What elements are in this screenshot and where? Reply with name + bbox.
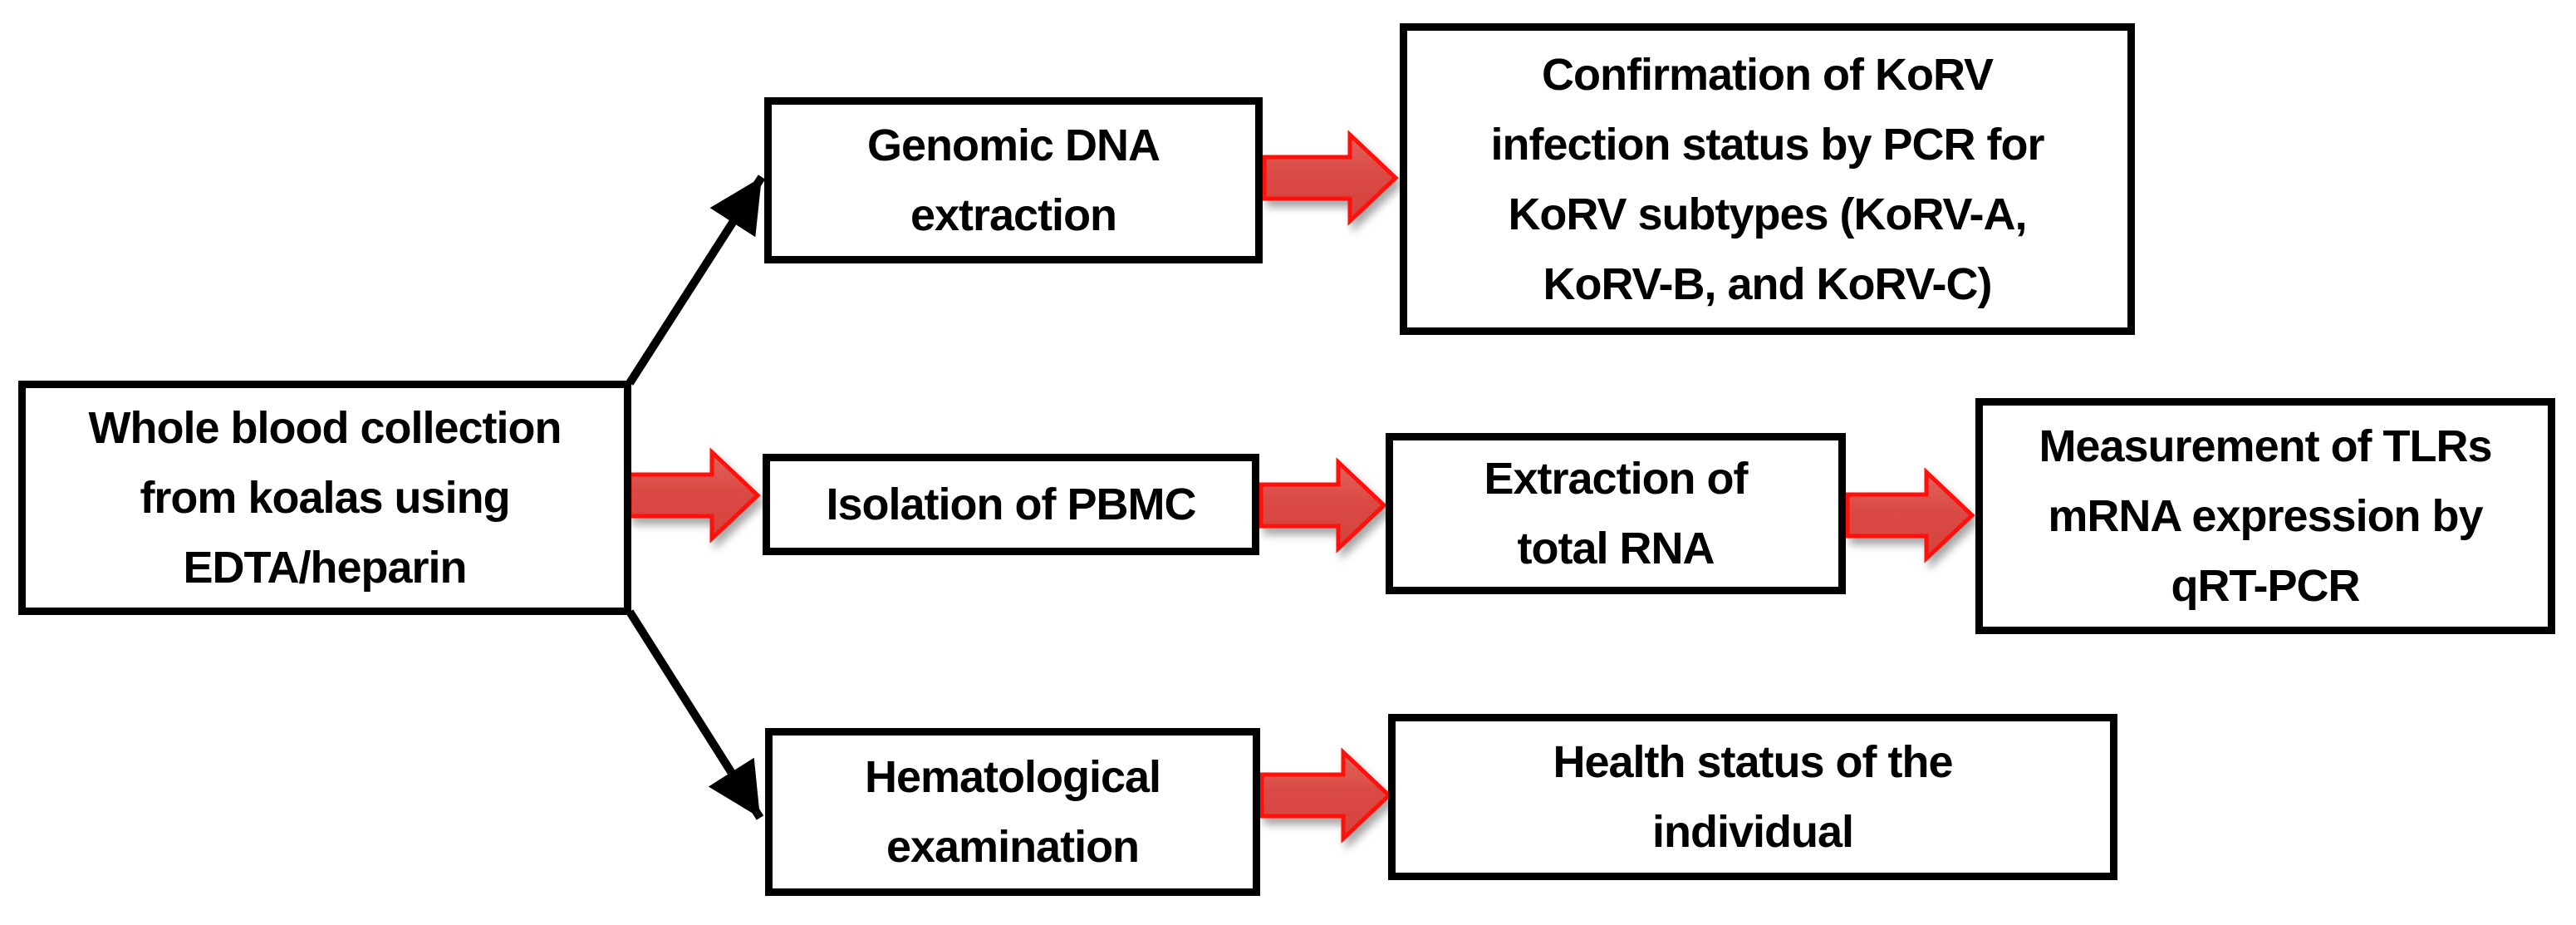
edge-hematology-to-health [1259,747,1392,844]
edge-blood-to-genomic [626,175,766,386]
edge-genomic-to-confirmation [1262,130,1399,226]
edge-pbmc-to-rna [1259,457,1387,554]
edge-blood-to-pbmc [627,447,761,544]
node-tlr-measurement: Measurement of TLRs mRNA expression by q… [1975,398,2555,634]
node-pbmc-isolation: Isolation of PBMC [763,454,1259,555]
node-genomic-dna-extraction: Genomic DNA extraction [764,97,1263,263]
node-korv-confirmation: Confirmation of KoRV infection status by… [1400,23,2135,335]
node-whole-blood-collection: Whole blood collection from koalas using… [18,381,631,615]
edge-rna-to-tlr [1845,467,1975,563]
edge-blood-to-hematology [626,609,764,820]
node-health-status: Health status of the individual [1388,714,2117,880]
node-rna-extraction: Extraction of total RNA [1386,433,1846,594]
node-hematological-examination: Hematological examination [765,728,1260,896]
